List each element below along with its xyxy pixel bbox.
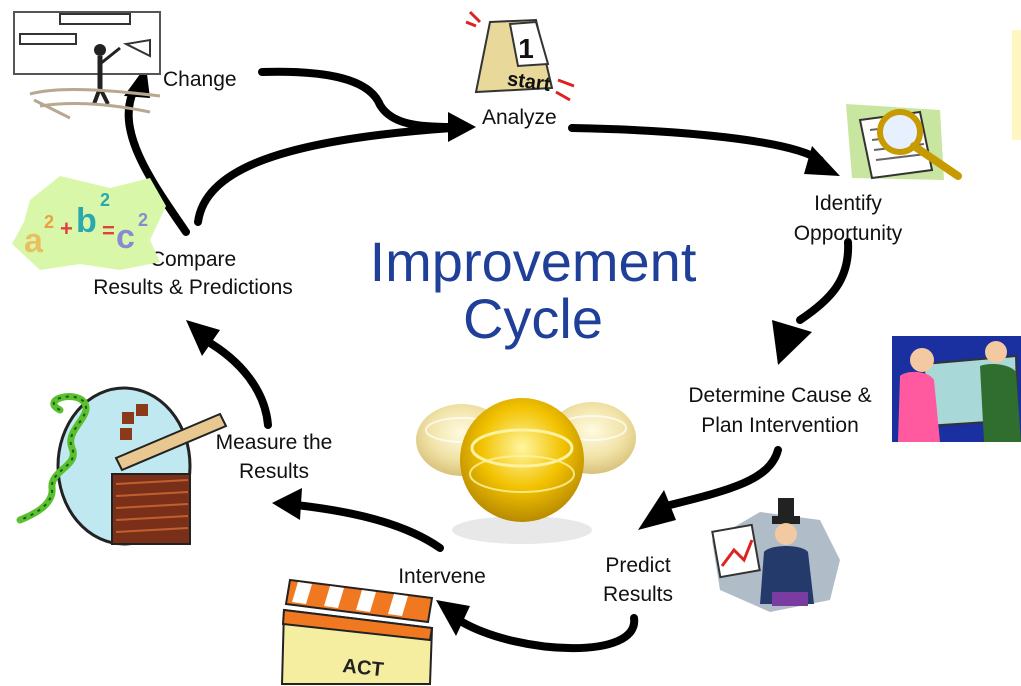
people-with-chart-icon: [892, 336, 1021, 442]
step-change-label: Change: [163, 68, 237, 91]
measuring-tools-icon: [16, 386, 228, 546]
formula-exp-b: 2: [100, 190, 110, 210]
step-identify-label-1: Identify: [814, 192, 882, 215]
arrowhead-measure: [272, 488, 302, 520]
step-intervene-label: Intervene: [398, 565, 486, 588]
formula-c: c: [116, 218, 135, 256]
businessman-chart-icon: [711, 498, 840, 612]
arrowhead-compare: [186, 320, 220, 356]
step-measure-label-1: Measure the: [216, 431, 333, 454]
arrow-predict-to-intervene: [458, 614, 639, 653]
step-analyze-label: Analyze: [482, 106, 557, 129]
arrow-intervene-to-measure: [292, 501, 444, 552]
calendar-number-text: 1: [518, 33, 534, 64]
formula-exp-c: 2: [138, 210, 148, 230]
pale-note-edge: [1012, 30, 1021, 140]
step-predict-label-2: Results: [603, 583, 673, 606]
arrow-change-to-analyze: [258, 67, 456, 131]
calendar-word-text: start: [506, 68, 552, 96]
cycle-title-line2: Cycle: [463, 287, 603, 350]
cycle-title-line1: Improvement: [370, 230, 697, 293]
arrow-identify-to-determine: [796, 238, 853, 324]
arrowhead-predict: [638, 490, 676, 530]
step-identify-label-2: Opportunity: [794, 222, 903, 245]
arrowhead-analyze-from-change: [448, 112, 476, 142]
arrowhead-determine: [772, 320, 812, 365]
step-measure-label-2: Results: [239, 460, 309, 483]
magnifier-document-icon: [846, 104, 962, 180]
gold-coins-icon: [416, 398, 636, 544]
step-compare-label-2: Results & Predictions: [93, 276, 293, 299]
step-determine-label-2: Plan Intervention: [701, 414, 859, 437]
calendar-start-icon: 1 start: [465, 10, 575, 102]
formula-icon: a 2 + b 2 = c 2: [12, 176, 166, 270]
arrow-analyze-to-identify: [568, 124, 824, 164]
arrow-compare-to-analyze: [194, 124, 456, 226]
arrow-compare-to-change: [124, 86, 190, 236]
formula-a: a: [24, 222, 44, 260]
arrowhead-intervene: [436, 600, 470, 636]
formula-equals: =: [102, 218, 115, 243]
step-compare-label-1: Compare: [150, 248, 236, 271]
formula-plus: +: [60, 216, 73, 241]
formula-b: b: [76, 202, 97, 240]
cycle-arrows: [124, 66, 853, 653]
step-predict-label-1: Predict: [605, 554, 671, 577]
step-determine-label-1: Determine Cause &: [688, 384, 871, 407]
formula-exp-a: 2: [44, 212, 54, 232]
arrowhead-identify: [804, 146, 840, 176]
presenter-icon: [13, 11, 161, 120]
arrow-measure-to-compare: [201, 336, 272, 429]
arrow-determine-to-predict: [666, 446, 782, 509]
clapboard-icon: ACT: [280, 578, 434, 685]
clapboard-word-text: ACT: [341, 655, 384, 681]
